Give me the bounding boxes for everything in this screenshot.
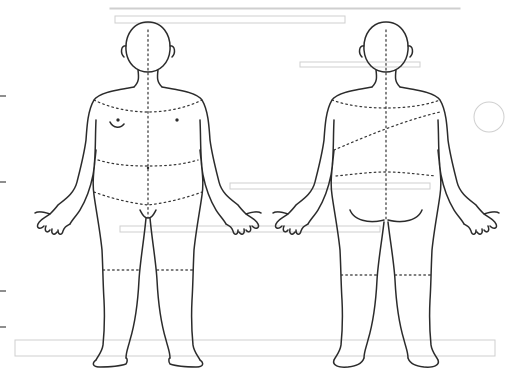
back-buttocks xyxy=(350,210,422,222)
front-region-boundaries xyxy=(94,30,202,270)
back-view-figure xyxy=(273,22,499,367)
front-left-hand xyxy=(35,212,70,234)
back-left-hand xyxy=(273,212,308,234)
front-view-figure xyxy=(35,22,261,367)
front-torso-left xyxy=(50,87,134,214)
front-right-hand xyxy=(226,212,261,234)
bleed-through-background xyxy=(15,8,504,356)
front-right-foot xyxy=(169,358,203,367)
front-left-foot xyxy=(93,358,127,367)
back-right-hand xyxy=(464,212,499,234)
front-torso-right xyxy=(162,87,246,214)
margin-ticks xyxy=(0,96,6,327)
